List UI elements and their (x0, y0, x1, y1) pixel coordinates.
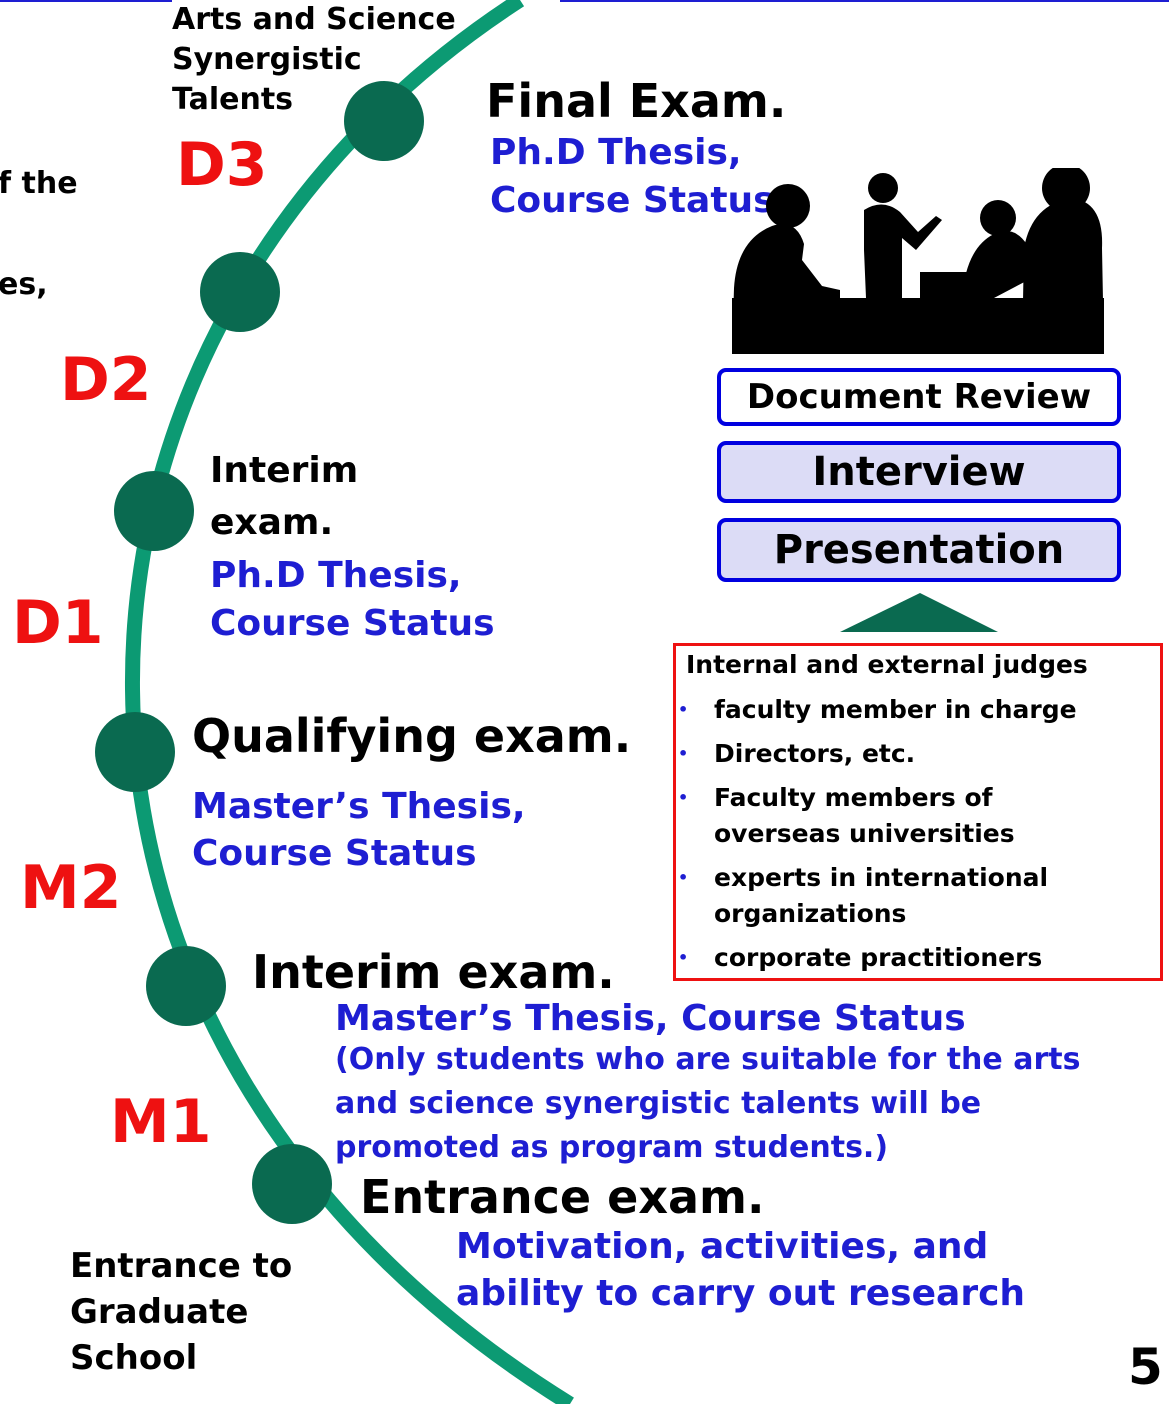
node-entrance (252, 1144, 332, 1224)
talents-title-line-2: Synergistic (172, 42, 362, 77)
qualifying-title: Qualifying exam. (192, 709, 632, 763)
bullet-icon: • (678, 788, 689, 807)
node-d2 (200, 252, 280, 332)
stage-d1: D1 (12, 588, 104, 658)
interim-master-title: Interim exam. (252, 945, 615, 999)
entrance-exam-detail-2: ability to carry out research (456, 1273, 1026, 1314)
entrance-label-3: School (70, 1338, 198, 1378)
interim-doctor-title-2: exam. (210, 502, 334, 543)
judge-item-text: organizations (714, 899, 907, 928)
node-interim-master (146, 946, 226, 1026)
node-qualifying (95, 712, 175, 792)
interview-box: Interview (717, 441, 1121, 503)
judge-item-text: corporate practitioners (714, 943, 1043, 972)
entrance-label-1: Entrance to (70, 1246, 293, 1286)
judges-panel: Internal and external judges • faculty me… (673, 643, 1163, 981)
talents-title-line-1: Arts and Science (172, 2, 456, 37)
final-exam-title: Final Exam. (486, 74, 787, 128)
judge-item-text: faculty member in charge (714, 695, 1077, 724)
qualifying-detail-2: Course Status (192, 833, 477, 874)
interim-master-note-3: promoted as program students.) (335, 1130, 889, 1165)
document-review-box: Document Review (717, 368, 1121, 426)
up-arrow-icon (840, 593, 998, 632)
top-rule-left (0, 0, 172, 2)
judge-item: • corporate practitioners (676, 940, 1156, 976)
bullet-icon: • (678, 948, 689, 967)
top-rule-right (560, 0, 1169, 2)
judge-item: • experts in international organizations (676, 860, 1156, 932)
entrance-exam-title: Entrance exam. (360, 1170, 765, 1224)
interim-doctor-title-1: Interim (210, 450, 359, 491)
qualifying-detail-1: Master’s Thesis, (192, 786, 526, 827)
stage-m2: M2 (20, 853, 122, 923)
stage-d3: D3 (176, 130, 268, 200)
left-fragment-1: f the (0, 166, 78, 201)
judges-title: Internal and external judges (686, 650, 1088, 679)
stage-d2: D2 (60, 345, 152, 415)
bullet-icon: • (678, 700, 689, 719)
judge-item-text: overseas universities (714, 819, 1015, 848)
interim-master-note-2: and science synergistic talents will be (335, 1086, 982, 1121)
page-number: 5 (1128, 1338, 1163, 1396)
node-final-exam (344, 81, 424, 161)
meeting-silhouette-image (732, 168, 1104, 354)
judge-item-text: experts in international (714, 863, 1049, 892)
interim-doctor-detail-2: Course Status (210, 603, 495, 644)
timeline-curve (125, 0, 574, 1404)
stage-m1: M1 (110, 1087, 212, 1157)
presentation-box: Presentation (717, 518, 1121, 582)
interim-doctor-detail-1: Ph.D Thesis, (210, 555, 462, 596)
interim-master-note-1: (Only students who are suitable for the … (335, 1042, 1081, 1077)
entrance-label-2: Graduate (70, 1292, 249, 1332)
judge-item-text: Directors, etc. (714, 739, 916, 768)
judge-item: • faculty member in charge (676, 692, 1156, 728)
left-fragment-2: es, (0, 267, 48, 302)
judge-item-text: Faculty members of (714, 783, 993, 812)
judge-item: • Directors, etc. (676, 736, 1156, 772)
final-exam-detail-2: Course Status (490, 180, 775, 221)
final-exam-detail-1: Ph.D Thesis, (490, 132, 742, 173)
judges-list: • faculty member in charge • Directors, et… (676, 692, 1156, 984)
entrance-exam-detail-1: Motivation, activities, and (456, 1226, 989, 1267)
bullet-icon: • (678, 744, 689, 763)
judge-item: • Faculty members of overseas universities (676, 780, 1156, 852)
node-interim-doctor (114, 471, 194, 551)
interim-master-detail: Master’s Thesis, Course Status (335, 998, 966, 1039)
bullet-icon: • (678, 868, 689, 887)
talents-title-line-3: Talents (172, 82, 294, 117)
